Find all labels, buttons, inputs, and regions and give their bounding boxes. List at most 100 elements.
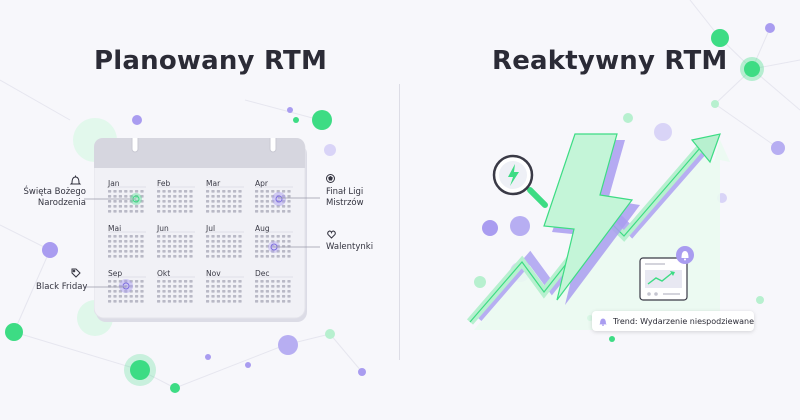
calendar-day [184, 210, 188, 213]
calendar-day [211, 195, 215, 198]
month-nov: Nov [206, 269, 221, 278]
calendar-day [233, 290, 237, 293]
calendar-day [216, 245, 220, 248]
calendar-day [222, 280, 226, 283]
calendar-day [108, 290, 112, 293]
calendar-day [276, 290, 280, 293]
calendar-day [189, 190, 193, 193]
calendar-day [113, 190, 117, 193]
callout-black-friday: Black Friday [36, 282, 88, 292]
social-post-card [639, 246, 694, 301]
decor-dot [510, 216, 530, 236]
calendar-day [271, 240, 275, 243]
calendar-day [233, 195, 237, 198]
calendar-day [271, 210, 275, 213]
calendar-day [227, 290, 231, 293]
decor-dot [474, 276, 486, 288]
calendar-day [222, 210, 226, 213]
calendar-day [189, 290, 193, 293]
calendar-day [157, 255, 161, 258]
month-feb: Feb [157, 179, 171, 188]
calendar-day [162, 250, 166, 253]
calendar-day [227, 240, 231, 243]
calendar-day [173, 285, 177, 288]
calendar-day [135, 245, 139, 248]
calendar-day [140, 290, 144, 293]
calendar-day [287, 285, 291, 288]
calendar-day [173, 200, 177, 203]
calendar-day [227, 205, 231, 208]
calendar-day [206, 200, 210, 203]
calendar-day [184, 195, 188, 198]
month-apr: Apr [255, 179, 268, 188]
calendar-day [113, 205, 117, 208]
calendar-day [118, 280, 122, 283]
calendar-day [276, 295, 280, 298]
calendar-day [227, 245, 231, 248]
calendar-day [157, 285, 161, 288]
decor-dot [293, 117, 299, 123]
calendar-day [227, 295, 231, 298]
calendar-day [222, 300, 226, 303]
trend-badge: Trend: Wydarzenie niespodziewane [592, 311, 754, 331]
calendar-day [173, 280, 177, 283]
calendar-day [206, 280, 210, 283]
calendar-day [129, 240, 133, 243]
calendar-day [124, 240, 128, 243]
calendar-day [184, 280, 188, 283]
calendar-day [265, 190, 269, 193]
calendar-day [157, 295, 161, 298]
calendar-day [189, 285, 193, 288]
calendar-day [189, 200, 193, 203]
calendar-day [135, 240, 139, 243]
calendar-day [216, 190, 220, 193]
callout-christmas-line1: Święta Bożego [23, 187, 86, 197]
calendar-day [255, 200, 259, 203]
calendar-day [124, 190, 128, 193]
calendar-day [222, 190, 226, 193]
decor-dot [205, 354, 211, 360]
calendar-day [167, 205, 171, 208]
highlight-black-friday [119, 279, 133, 293]
callout-champions-final-line2: Mistrzów [326, 198, 364, 208]
calendar-day [206, 255, 210, 258]
calendar-day [108, 300, 112, 303]
calendar-day [260, 245, 264, 248]
calendar-day [173, 300, 177, 303]
decor-dot [42, 242, 58, 258]
calendar-day [255, 190, 259, 193]
calendar-day [271, 250, 275, 253]
calendar-day [227, 250, 231, 253]
calendar-day [260, 195, 264, 198]
calendar-day [227, 280, 231, 283]
calendar-day [173, 295, 177, 298]
callout-valentines: Walentynki [326, 242, 374, 252]
calendar-day [135, 295, 139, 298]
calendar-day [255, 250, 259, 253]
calendar-day [113, 250, 117, 253]
calendar-day [167, 285, 171, 288]
calendar-day [233, 280, 237, 283]
calendar-day [113, 200, 117, 203]
calendar-day [227, 285, 231, 288]
calendar-day [255, 295, 259, 298]
calendar-day [157, 240, 161, 243]
calendar-day [260, 255, 264, 258]
calendar-day [157, 250, 161, 253]
calendar-day [118, 210, 122, 213]
calendar-day [113, 195, 117, 198]
calendar-day [211, 255, 215, 258]
calendar-day [206, 235, 210, 238]
calendar-day [129, 235, 133, 238]
calendar-day [255, 245, 259, 248]
calendar-day [287, 300, 291, 303]
calendar-day [222, 240, 226, 243]
calendar-day [282, 200, 286, 203]
calendar-day [178, 280, 182, 283]
callout-christmas-line2: Narodzenia [37, 198, 86, 208]
decor-dot [312, 110, 332, 130]
calendar-day [233, 245, 237, 248]
calendar-day [108, 200, 112, 203]
highlight-christmas [130, 193, 142, 205]
calendar-day [140, 250, 144, 253]
